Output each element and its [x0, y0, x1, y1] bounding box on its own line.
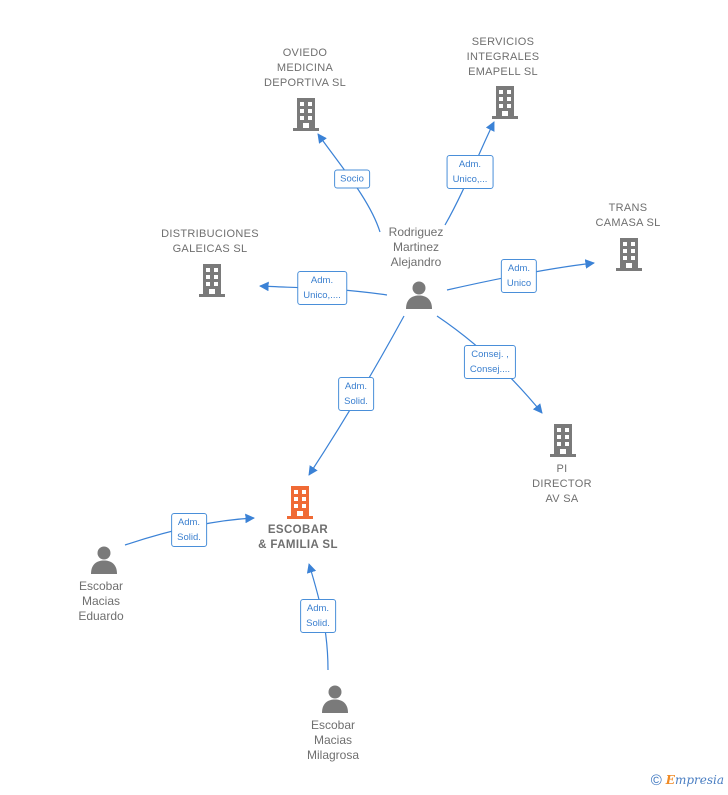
- node-label-milagrosa[interactable]: Escobar Macias Milagrosa: [306, 718, 360, 762]
- edge-label-adm-solid-eduardo[interactable]: Adm. Solid.: [171, 513, 207, 547]
- node-label-pi-director[interactable]: PI DIRECTOR AV SA: [532, 463, 592, 505]
- edge-label-adm-unico-servicios[interactable]: Adm. Unico,...: [446, 155, 494, 189]
- building-icon[interactable]: [291, 96, 321, 132]
- empresia-logo[interactable]: ©Empresia: [651, 772, 724, 789]
- building-icon[interactable]: [490, 84, 520, 120]
- edge-label-adm-solid-rodriguez[interactable]: Adm. Solid.: [338, 377, 374, 411]
- node-label-rodriguez[interactable]: Rodriguez Martinez Alejandro: [388, 225, 444, 269]
- edge-label-socio[interactable]: Socio: [334, 169, 370, 189]
- person-icon[interactable]: [320, 684, 350, 714]
- brand-initial: E: [665, 773, 675, 787]
- copyright-icon: ©: [650, 772, 662, 789]
- edge-label-consej[interactable]: Consej. , Consej....: [463, 345, 517, 379]
- node-label-trans[interactable]: TRANS CAMASA SL: [595, 202, 661, 229]
- person-icon[interactable]: [89, 545, 119, 575]
- brand-name: mpresia: [674, 773, 724, 787]
- building-icon[interactable]: [548, 422, 578, 458]
- edge-label-adm-unico-trans[interactable]: Adm. Unico: [500, 259, 538, 293]
- node-label-oviedo[interactable]: OVIEDO MEDICINA DEPORTIVA SL: [263, 47, 347, 89]
- edge-label-adm-unico-distribuciones[interactable]: Adm. Unico,....: [297, 271, 347, 305]
- person-icon[interactable]: [404, 280, 434, 310]
- building-icon-highlighted[interactable]: [285, 484, 315, 520]
- building-icon[interactable]: [614, 236, 644, 272]
- node-label-servicios[interactable]: SERVICIOS INTEGRALES EMAPELL SL: [466, 36, 540, 78]
- node-label-distribuciones[interactable]: DISTRIBUCIONES GALEICAS SL: [161, 228, 259, 255]
- node-label-eduardo[interactable]: Escobar Macias Eduardo: [78, 579, 124, 623]
- building-icon[interactable]: [197, 262, 227, 298]
- node-label-escobar-familia[interactable]: ESCOBAR & FAMILIA SL: [258, 524, 338, 551]
- edge-label-adm-solid-milagrosa[interactable]: Adm. Solid.: [300, 599, 336, 633]
